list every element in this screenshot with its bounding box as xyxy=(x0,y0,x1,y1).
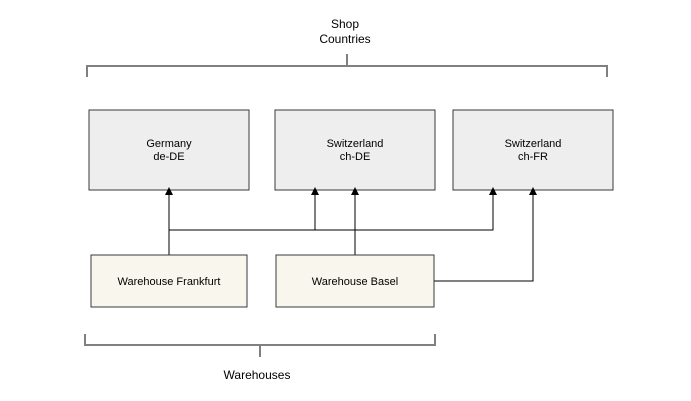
warehouse-node-basel-label: Warehouse Basel xyxy=(312,276,398,288)
shop-node-germany-line2: de-DE xyxy=(153,151,184,163)
warehouse-node-frankfurt: Warehouse Frankfurt xyxy=(90,254,248,308)
top-group-bracket xyxy=(86,54,608,77)
warehouse-node-basel: Warehouse Basel xyxy=(275,254,435,308)
shop-node-switzerland-de-line1: Switzerland xyxy=(327,138,384,150)
bottom-group-bracket xyxy=(84,334,436,357)
shop-node-switzerland-de: Switzerland ch-DE xyxy=(274,109,436,191)
shop-node-switzerland-fr-line1: Switzerland xyxy=(505,138,562,150)
top-group-label-line2: Countries xyxy=(319,32,370,46)
shop-node-germany-line1: Germany xyxy=(146,138,192,150)
shop-node-switzerland-fr-line2: ch-FR xyxy=(518,151,548,163)
edge-frankfurt-to-switzerland-fr xyxy=(315,187,497,231)
shop-node-switzerland-de-line2: ch-DE xyxy=(340,151,371,163)
edge-frankfurt-to-switzerland-de xyxy=(169,187,319,231)
warehouse-node-frankfurt-label: Warehouse Frankfurt xyxy=(118,276,221,288)
bottom-group-label: Warehouses xyxy=(224,368,291,382)
edge-basel-to-switzerland-fr xyxy=(434,187,537,282)
top-group-label-line1: Shop xyxy=(331,17,359,31)
shop-node-switzerland-fr: Switzerland ch-FR xyxy=(452,109,614,191)
shop-node-germany: Germany de-DE xyxy=(88,109,250,191)
